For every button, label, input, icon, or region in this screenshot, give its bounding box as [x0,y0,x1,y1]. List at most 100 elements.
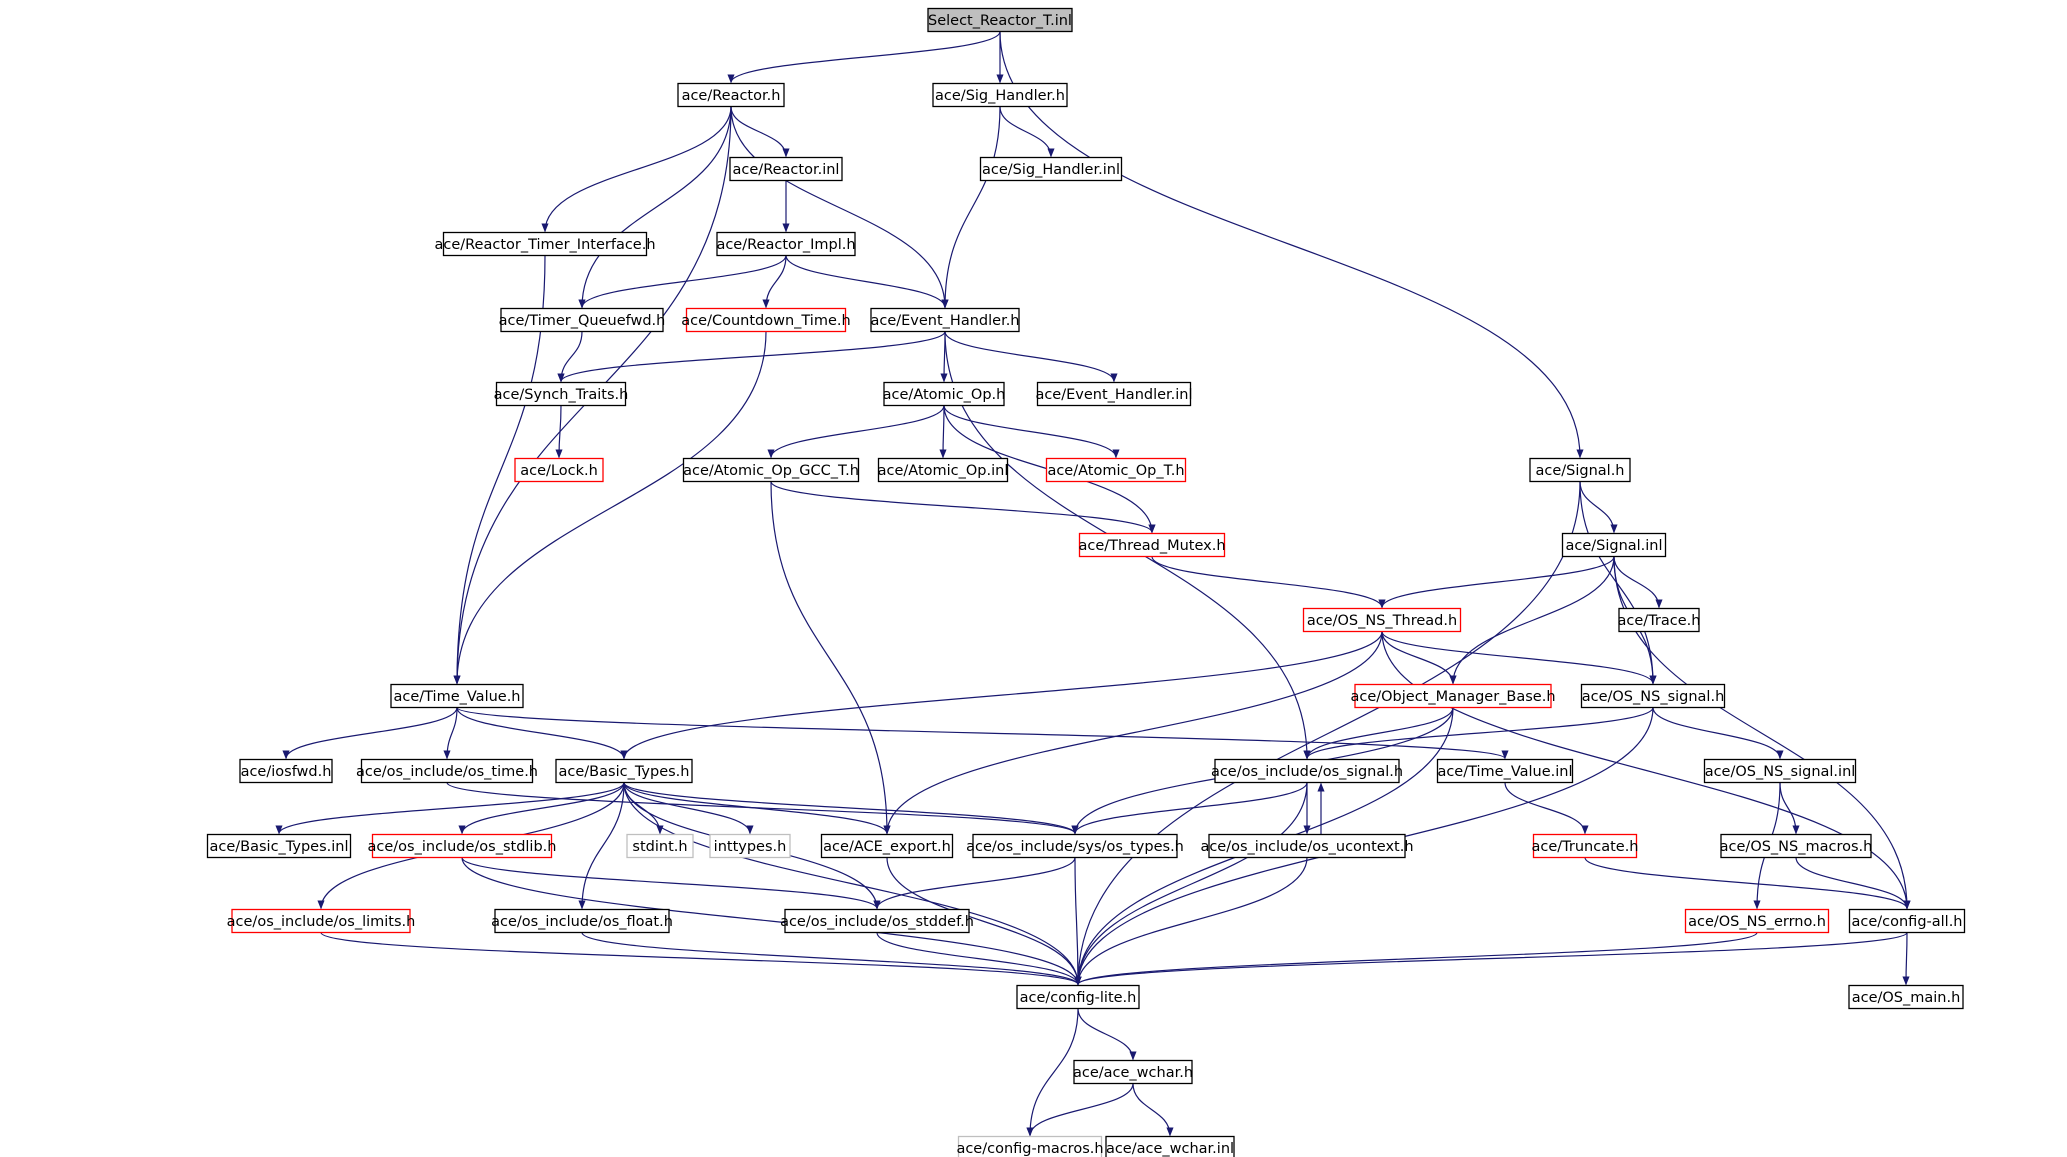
node-event-handler-h[interactable]: ace/Event_Handler.h [870,307,1020,333]
node-os-main-h[interactable]: ace/OS_main.h [1848,984,1964,1010]
node-label: ace/Event_Handler.inl [1035,387,1192,403]
node-label: inttypes.h [714,839,787,855]
node-atomic-op-inl[interactable]: ace/Atomic_Op.inl [878,457,1009,483]
edge-os-limits-h-to-config-lite-h [320,931,1082,986]
node-iosfwd-h[interactable]: ace/iosfwd.h [239,758,333,784]
node-label: ace/Reactor.h [682,88,781,104]
node-label: ace/ace_wchar.inl [1106,1141,1234,1157]
node-box [1848,908,1966,934]
node-ace-export-h[interactable]: ace/ACE_export.h [820,833,954,859]
node-lock-h[interactable]: ace/Lock.h [514,457,604,483]
node-os-types-h[interactable]: ace/os_include/sys/os_types.h [966,833,1184,859]
edge-thread-mutex-h-to-os-ns-thread-h [1151,556,1386,609]
node-countdown-time-h[interactable]: ace/Countdown_Time.h [681,307,851,333]
edge-os-ns-macros-h-to-config-all-h [1795,857,1911,910]
node-box [957,1135,1103,1157]
node-stdint-h[interactable]: stdint.h [626,833,694,859]
edge-os-types-h-to-config-lite-h [1074,857,1082,986]
node-select-reactor-t-inl[interactable]: Select_Reactor_T.inl [927,7,1073,33]
node-box [1105,1135,1235,1157]
node-os-ns-macros-h[interactable]: ace/OS_NS_macros.h [1720,833,1873,859]
edge-os-ns-thread-h-to-basic-types-h [620,631,1383,760]
node-box [1078,532,1226,558]
node-label: ace/Object_Manager_Base.h [1350,689,1555,705]
node-label: ace/ACE_export.h [823,839,951,855]
node-label: ace/OS_NS_macros.h [1720,839,1873,855]
edge-os-ns-thread-h-to-object-manager-base-h [1381,631,1457,685]
node-label: ace/config-lite.h [1020,990,1137,1006]
node-atomic-op-t-h[interactable]: ace/Atomic_Op_T.h [1045,457,1187,483]
node-os-limits-h[interactable]: ace/os_include/os_limits.h [227,908,416,934]
node-os-ns-signal-inl[interactable]: ace/OS_NS_signal.inl [1703,758,1857,784]
edge-signal-h-to-signal-inl [1579,481,1618,534]
node-label: ace/OS_NS_Thread.h [1307,613,1457,629]
edge-os-ns-thread-h-to-os-ns-signal-h [1381,631,1657,685]
node-label: ace/Atomic_Op_T.h [1047,463,1184,479]
node-time-value-h[interactable]: ace/Time_Value.h [390,683,524,709]
node-label: ace/os_include/sys/os_types.h [966,839,1184,855]
node-event-handler-inl[interactable]: ace/Event_Handler.inl [1035,381,1193,407]
node-reactor-impl-h[interactable]: ace/Reactor_Impl.h [716,231,856,257]
node-sig-handler-inl[interactable]: ace/Sig_Handler.inl [979,156,1123,182]
node-box [820,833,954,859]
node-reactor-h[interactable]: ace/Reactor.h [677,82,785,108]
node-time-value-inl[interactable]: ace/Time_Value.inl [1436,758,1574,784]
edge-sig-handler-h-to-sig-handler-inl [999,106,1055,158]
edge-atomic-op-h-to-atomic-op-gcc-t-h [767,405,945,459]
dependency-edges [275,31,1911,1137]
node-reactor-timer-interface-h[interactable]: ace/Reactor_Timer_Interface.h [434,231,656,257]
node-timer-queuefwd-h[interactable]: ace/Timer_Queuefwd.h [499,307,666,333]
node-box [682,457,860,483]
node-ace-wchar-h[interactable]: ace/ace_wchar.h [1073,1059,1193,1085]
edge-signal-h-to-config-lite-h [1074,481,1581,986]
node-os-ns-signal-h[interactable]: ace/OS_NS_signal.h [1580,683,1726,709]
node-os-stdlib-h[interactable]: ace/os_include/os_stdlib.h [368,833,557,859]
node-os-float-h[interactable]: ace/os_include/os_float.h [491,908,673,934]
node-box [979,156,1123,182]
node-os-ns-errno-h[interactable]: ace/OS_NS_errno.h [1684,908,1830,934]
edge-time-value-h-to-iosfwd-h [282,707,458,760]
node-os-stddef-h[interactable]: ace/os_include/os_stddef.h [780,908,974,934]
edge-reactor-impl-h-to-countdown-time-h [762,255,787,309]
node-os-ns-thread-h[interactable]: ace/OS_NS_Thread.h [1302,607,1462,633]
node-synch-traits-h[interactable]: ace/Synch_Traits.h [494,381,629,407]
node-box [1036,381,1192,407]
node-label: ace/Reactor_Impl.h [716,237,855,253]
node-os-time-h[interactable]: ace/os_include/os_time.h [356,758,538,784]
edge-reactor-h-to-reactor-inl [730,106,790,158]
node-label: ace/Signal.h [1535,463,1624,479]
edge-config-lite-h-to-ace-wchar-h [1077,1008,1137,1061]
edge-os-types-h-to-os-stddef-h [873,857,1076,910]
edge-time-value-inl-to-truncate-h [1504,782,1589,835]
node-object-manager-base-h[interactable]: ace/Object_Manager_Base.h [1350,683,1556,709]
node-box [500,307,664,333]
node-os-ucontext-h[interactable]: ace/os_include/os_ucontext.h [1200,833,1414,859]
node-ace-wchar-inl[interactable]: ace/ace_wchar.inl [1105,1135,1235,1157]
node-truncate-h[interactable]: ace/Truncate.h [1532,833,1639,859]
node-basic-types-inl[interactable]: ace/Basic_Types.inl [206,833,352,859]
node-label: ace/Reactor_Timer_Interface.h [434,237,655,253]
edge-basic-types-h-to-ace-export-h [623,782,891,835]
node-box [685,307,847,333]
node-config-all-h[interactable]: ace/config-all.h [1848,908,1966,934]
node-os-signal-h[interactable]: ace/os_include/os_signal.h [1211,758,1403,784]
node-sig-handler-h[interactable]: ace/Sig_Handler.h [932,82,1068,108]
node-basic-types-h[interactable]: ace/Basic_Types.h [555,758,693,784]
node-inttypes-h[interactable]: inttypes.h [709,833,791,859]
node-config-macros-h[interactable]: ace/config-macros.h [956,1135,1104,1157]
node-atomic-op-gcc-t-h[interactable]: ace/Atomic_Op_GCC_T.h [682,457,860,483]
node-atomic-op-h[interactable]: ace/Atomic_Op.h [883,381,1006,407]
node-label: ace/Truncate.h [1532,839,1639,855]
node-label: ace/os_include/os_signal.h [1211,764,1403,780]
node-thread-mutex-h[interactable]: ace/Thread_Mutex.h [1078,532,1226,558]
node-label: ace/Event_Handler.h [870,313,1019,329]
node-trace-h[interactable]: ace/Trace.h [1618,607,1701,633]
node-signal-inl[interactable]: ace/Signal.inl [1561,532,1667,558]
node-reactor-inl[interactable]: ace/Reactor.inl [729,156,843,182]
node-config-lite-h[interactable]: ace/config-lite.h [1016,984,1140,1010]
node-label: ace/Sig_Handler.h [935,88,1065,104]
edge-os-float-h-to-config-lite-h [581,931,1082,986]
node-label: stdint.h [632,839,687,855]
node-signal-h[interactable]: ace/Signal.h [1529,457,1631,483]
node-label: ace/os_include/os_time.h [356,764,538,780]
